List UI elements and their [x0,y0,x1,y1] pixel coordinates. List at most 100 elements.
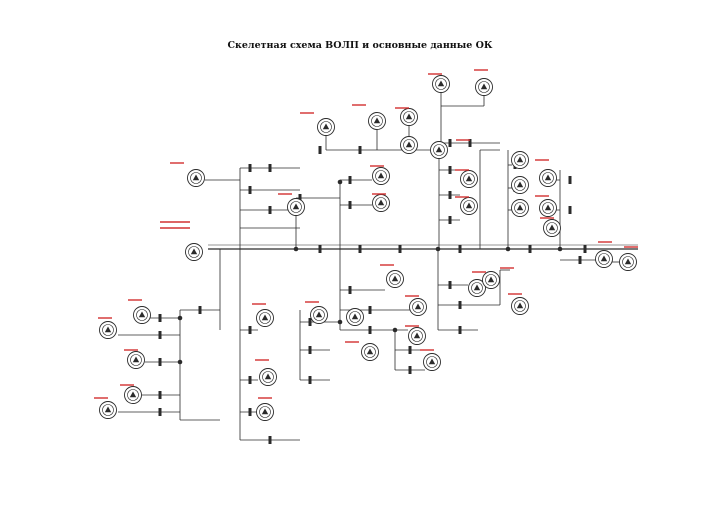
splice-enclosure-core [129,391,137,398]
enclosure-nodes [94,69,638,421]
junction-dots [177,179,563,365]
cable-marker-icon [398,245,402,253]
cable-marker-icon [248,376,252,384]
cable-marker-icon [368,326,372,334]
splice-enclosure-inner [403,139,415,151]
cable-marker-icon [308,376,312,384]
splice-enclosure-core [624,258,632,265]
splice-enclosure-core [104,326,112,333]
cable-marker-icon [368,306,372,314]
splice-enclosure-core [405,113,413,120]
splice-enclosure-core [465,175,473,182]
splice-enclosure-core [264,373,272,380]
splice-enclosure-core [480,83,488,90]
cable-marker-icon [458,245,462,253]
splice-enclosure-core [487,276,495,283]
cable-marker-icon [528,245,532,253]
splice-enclosure-core [516,302,524,309]
splice-enclosure-inner [102,404,114,416]
splice-enclosure-inner [313,309,325,321]
junction-dot-icon [505,246,511,252]
splice-enclosure-inner [130,354,142,366]
splice-enclosure-core [413,332,421,339]
cable-marker-icon [348,201,352,209]
splice-enclosure-inner [127,389,139,401]
cable-marker-icon [578,256,582,264]
splice-enclosure-core [190,248,198,255]
splice-enclosure-core [544,204,552,211]
splice-enclosure-core [548,224,556,231]
junction-dot-icon [392,327,398,333]
junction-dot-icon [177,315,183,321]
splice-enclosure-core [192,174,200,181]
cable-marker-icon [248,186,252,194]
splice-enclosure-inner [349,311,361,323]
splice-enclosure-core [261,408,269,415]
cable-marker-icon [248,326,252,334]
cable-marker-icon [568,206,572,214]
splice-enclosure-core [405,141,413,148]
splice-enclosure-core [435,146,443,153]
cable-marker-icon [248,408,252,416]
cable-marker-icon [358,146,362,154]
splice-enclosure-core [516,204,524,211]
splice-enclosure-inner [188,246,200,258]
splice-enclosure-core [391,275,399,282]
splice-enclosure-inner [259,312,271,324]
splice-enclosure-inner [102,324,114,336]
splice-enclosure-inner [411,330,423,342]
cable-marker-icon [448,139,452,147]
splice-enclosure-inner [426,356,438,368]
splice-enclosure-core [366,348,374,355]
cable-marker-icon [468,139,472,147]
cable-lines [118,93,638,441]
cable-marker-icon [198,306,202,314]
splice-enclosure-inner [514,300,526,312]
splice-enclosure-core [600,255,608,262]
diagram-title: Скелетная схема ВОЛП и основные данные О… [227,40,493,51]
splice-enclosure-inner [403,111,415,123]
cable-marker-icon [583,245,587,253]
splice-enclosure-core [373,117,381,124]
splice-enclosure-inner [320,121,332,133]
splice-enclosure-inner [375,170,387,182]
splice-enclosure-core [414,303,422,310]
junction-dot-icon [337,179,343,185]
cable-marker-icon [448,281,452,289]
cable-marker-icon [458,301,462,309]
cable-marker-icon [458,326,462,334]
cable-marker-icon [408,346,412,354]
splice-enclosure-inner [290,201,302,213]
splice-enclosure-inner [478,81,490,93]
cable-marker-icon [348,176,352,184]
junction-dot-icon [435,246,441,252]
cable-markers [158,139,587,444]
cable-marker-icon [448,191,452,199]
splice-enclosure-inner [190,172,202,184]
splice-enclosure-inner [598,253,610,265]
splice-enclosure-core [516,156,524,163]
cable-marker-icon [158,314,162,322]
splice-enclosure-inner [364,346,376,358]
splice-enclosure-inner [375,197,387,209]
cable-marker-icon [318,146,322,154]
splice-enclosure-core [261,314,269,321]
splice-enclosure-core [437,80,445,87]
splice-enclosure-core [351,313,359,320]
cable-marker-icon [308,318,312,326]
splice-enclosure-core [544,174,552,181]
junction-dot-icon [293,246,299,252]
cable-marker-icon [448,166,452,174]
cable-marker-icon [158,391,162,399]
splice-enclosure-inner [546,222,558,234]
splice-enclosure-inner [259,406,271,418]
splice-enclosure-core [315,311,323,318]
splice-enclosure-inner [542,172,554,184]
cable-marker-icon [268,164,272,172]
splice-enclosure-inner [136,309,148,321]
splice-enclosure-inner [371,115,383,127]
splice-enclosure-inner [433,144,445,156]
cable-marker-icon [448,216,452,224]
cable-marker-icon [298,194,302,202]
